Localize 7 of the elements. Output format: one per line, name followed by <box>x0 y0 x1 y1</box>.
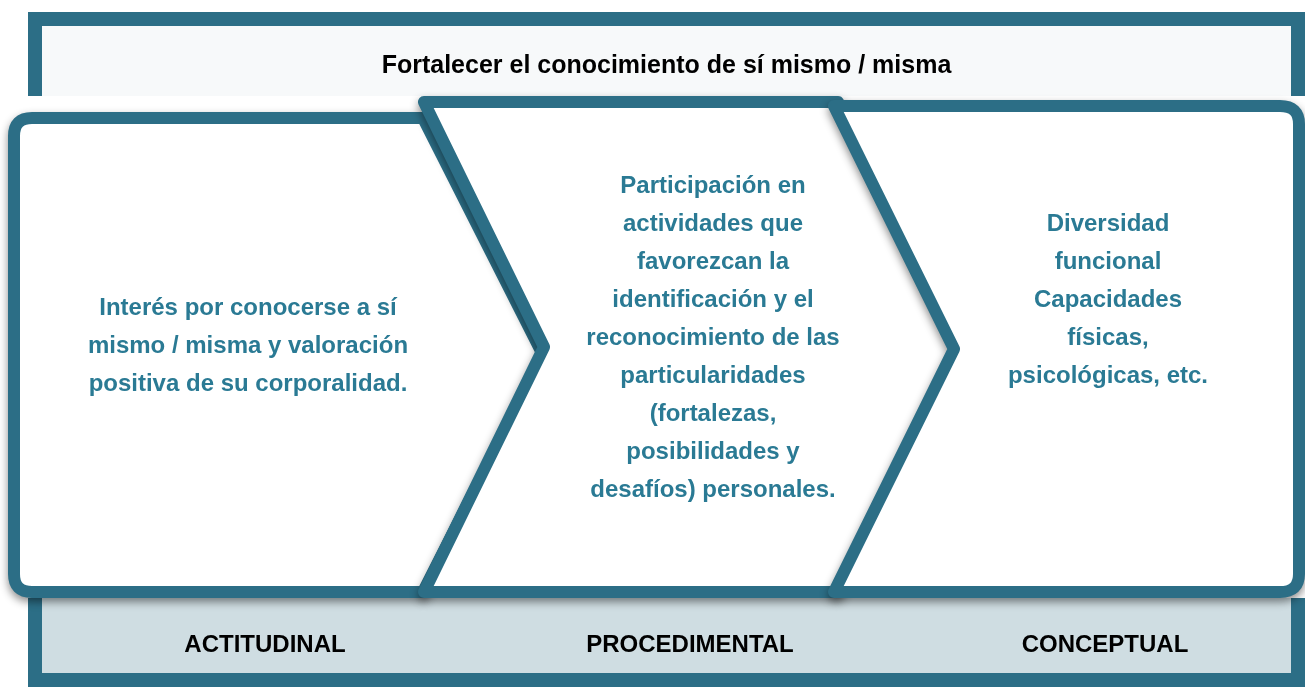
shape-text: Diversidad funcional Capacidades físicas, psicológicas, etc. <box>1006 208 1210 390</box>
title: Fortalecer el conocimiento de sí mismo / misma <box>380 49 953 80</box>
category-label: ACTITUDINAL <box>184 629 346 659</box>
category-label: PROCEDIMENTAL <box>586 629 794 659</box>
shape-text: Participación en actividades que favorezcan la identificación y el reconocimiento de las particularidades (fortalezas, posibilidades y desafíos) personales. <box>585 170 841 504</box>
title-band <box>28 12 1305 96</box>
category-label: CONCEPTUAL <box>1021 629 1189 659</box>
